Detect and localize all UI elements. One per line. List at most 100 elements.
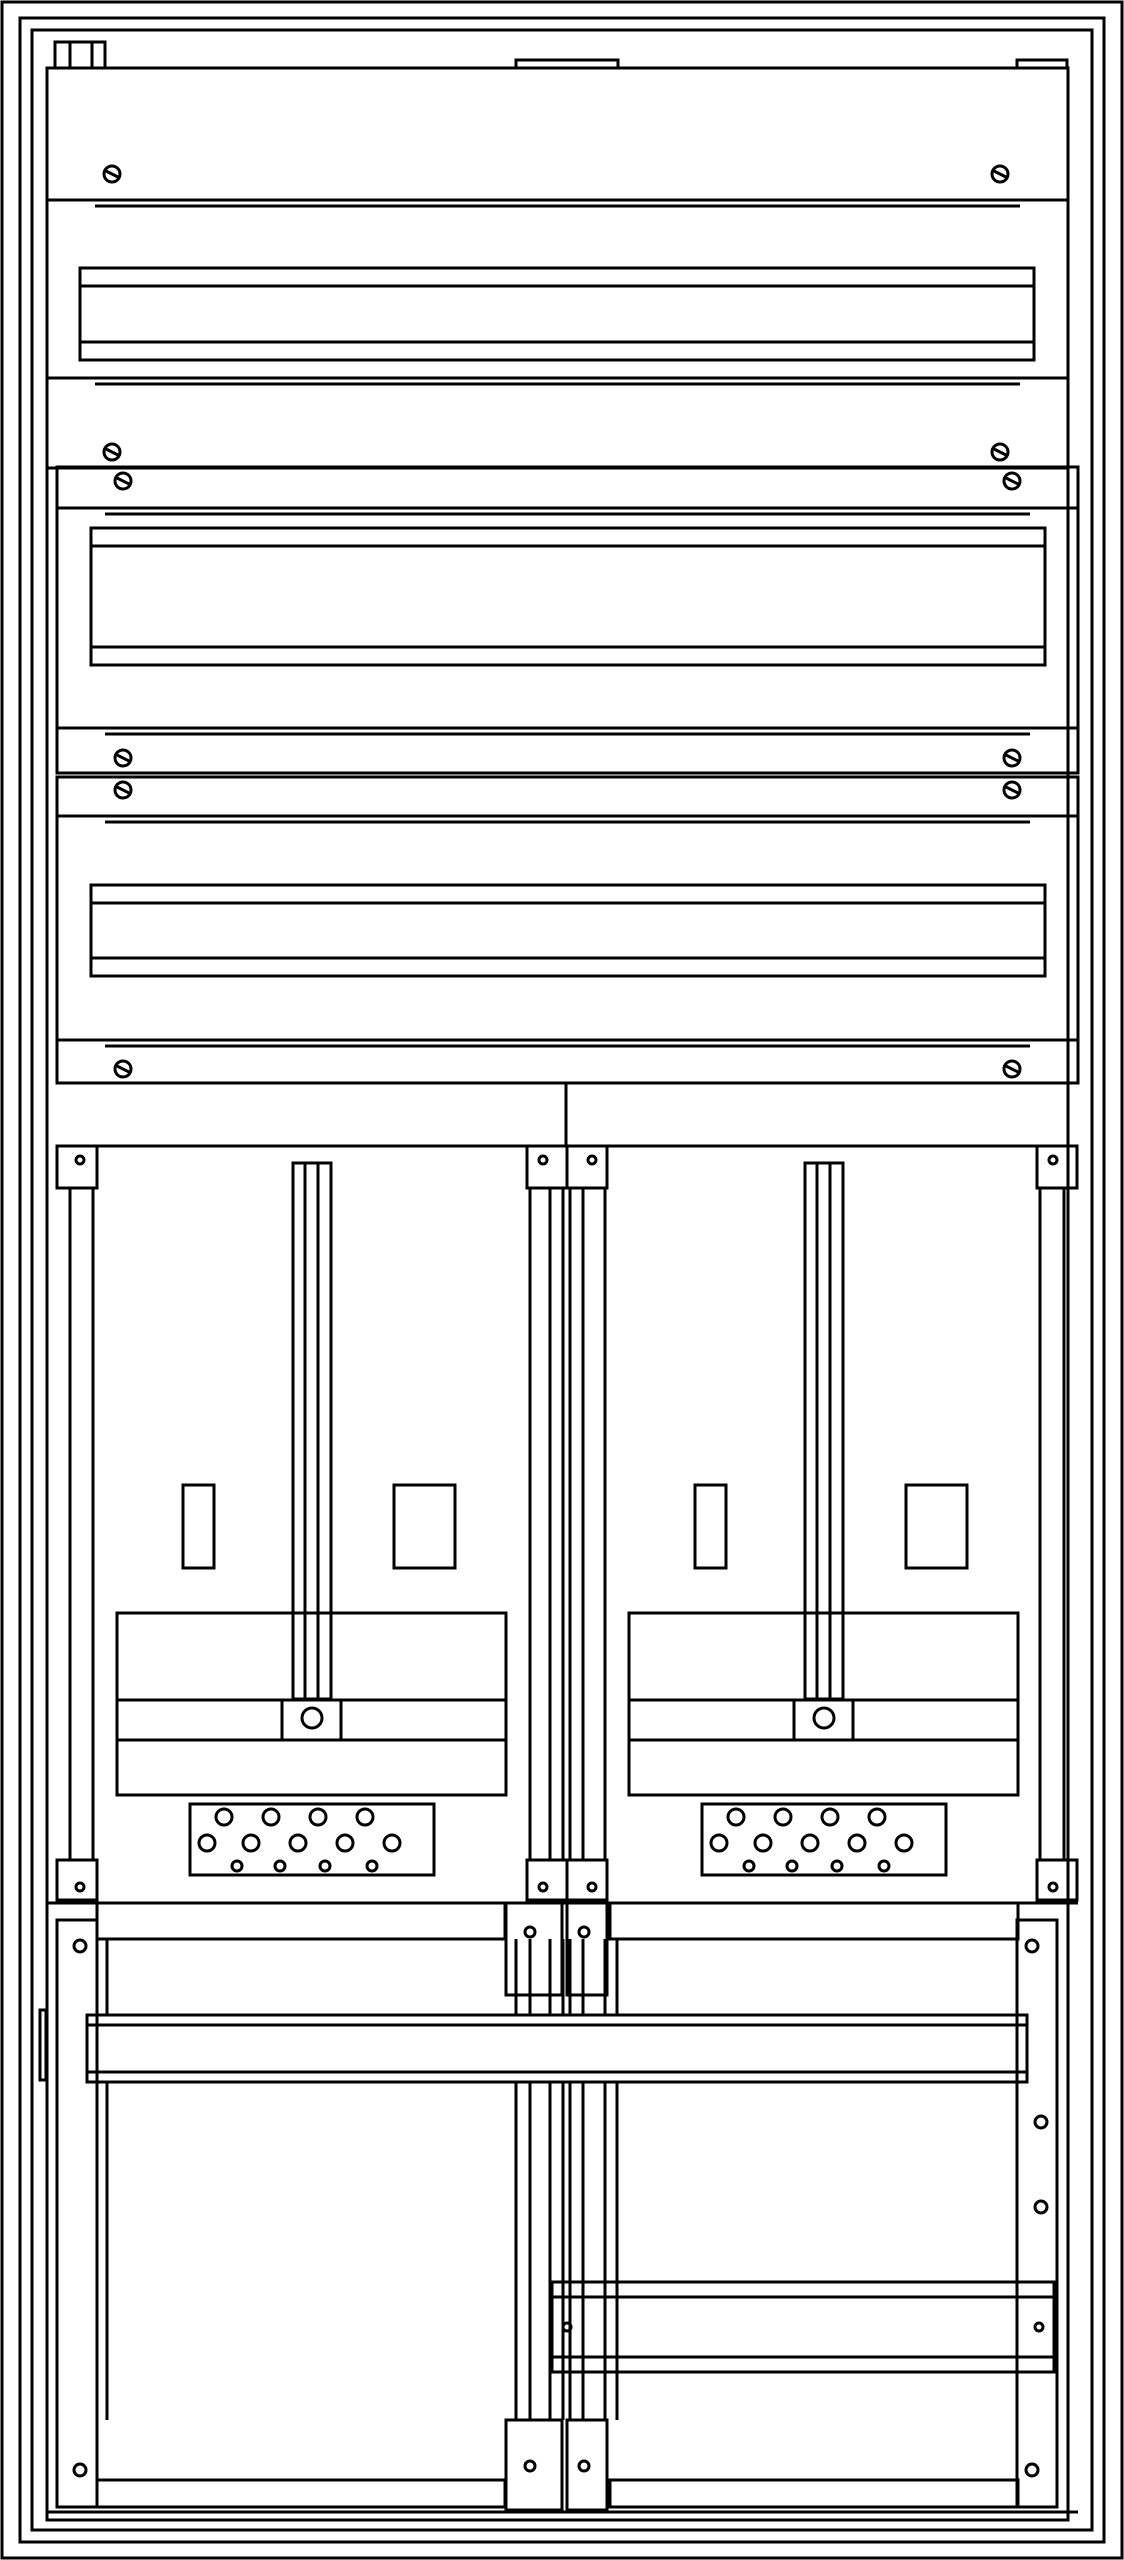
terminal-screw-icon: [586, 1154, 598, 1166]
terminal-screw-icon: [1033, 2199, 1049, 2215]
screw-icon: [113, 1059, 133, 1079]
screw-slot: [993, 447, 1007, 457]
terminal-screw-icon: [1024, 1938, 1040, 1954]
section-cover: [55, 465, 1080, 775]
terminal-screw-icon: [74, 1881, 86, 1893]
screw-icon: [990, 164, 1010, 184]
screw-slot: [1005, 1064, 1019, 1074]
terminal-screw-icon: [1047, 1881, 1059, 1893]
terminal-screw-icon: [72, 2462, 88, 2478]
screw-head: [113, 780, 133, 800]
left-side-panel: [55, 1918, 99, 2509]
screw-head: [1002, 748, 1022, 768]
terminal-screw-icon: [1024, 2462, 1040, 2478]
terminal-clamp: [792, 1698, 855, 1742]
din-rail: [78, 266, 1036, 362]
mounting-frame: [45, 66, 1070, 2522]
screw-slot: [1005, 476, 1019, 486]
terminal-screw-icon: [586, 1881, 598, 1893]
corner-block: [55, 1144, 99, 1190]
terminal-screw-icon: [241, 1833, 261, 1853]
terminal-screw-icon: [74, 1154, 86, 1166]
bottom-cover-strip: [95, 1901, 507, 1941]
screw-head: [113, 1059, 133, 1079]
small-din-rail: [550, 2280, 1056, 2374]
bottom-cover-strip: [95, 2478, 507, 2509]
terminal-screw-icon: [773, 1807, 793, 1827]
screw-head: [102, 164, 122, 184]
terminal-screw-icon: [214, 1807, 234, 1827]
terminal-screw-icon: [335, 1833, 355, 1853]
terminal-screw-icon: [867, 1807, 887, 1827]
meter-field-left: [115, 1161, 508, 1877]
terminal-block: [700, 1802, 948, 1877]
terminal-screw-icon: [561, 2321, 573, 2333]
screw-head: [102, 442, 122, 462]
screw-icon: [1002, 748, 1022, 768]
main-din-rail: [85, 2013, 1029, 2084]
n-terminal-box: [565, 2418, 609, 2512]
meter-base: [115, 1611, 508, 1797]
screw-slot: [105, 447, 119, 457]
meter-carrier-bar: [291, 1161, 333, 1701]
terminal-screw-icon: [1033, 2114, 1049, 2130]
screw-icon: [990, 442, 1010, 462]
screw-slot: [116, 1064, 130, 1074]
terminal-screw-icon: [318, 1859, 332, 1873]
bottom-distribution-section: [38, 1901, 1078, 2514]
meter-base: [627, 1611, 1020, 1797]
screw-icon: [1002, 780, 1022, 800]
meter-slot: [693, 1483, 728, 1570]
screw-icon: [102, 164, 122, 184]
terminal-screw-icon: [1033, 2321, 1045, 2333]
screw-slot: [105, 169, 119, 179]
terminal-screw-icon: [523, 1925, 537, 1939]
terminal-screw-icon: [288, 1833, 308, 1853]
terminal-screw-icon: [382, 1833, 402, 1853]
terminal-screw-icon: [709, 1833, 729, 1853]
corner-block: [1035, 1858, 1079, 1902]
din-rail: [89, 526, 1047, 667]
meter-window: [392, 1483, 457, 1570]
screw-icon: [102, 442, 122, 462]
terminal-screw-icon: [273, 1859, 287, 1873]
terminal-screw-icon: [812, 1706, 836, 1730]
terminal-clamp: [280, 1698, 343, 1742]
screw-slot: [993, 169, 1007, 179]
screw-slot: [116, 785, 130, 795]
terminal-screw-icon: [726, 1807, 746, 1827]
terminal-screw-icon: [300, 1706, 324, 1730]
screw-icon: [113, 748, 133, 768]
screw-head: [113, 471, 133, 491]
terminal-screw-icon: [894, 1833, 914, 1853]
corner-block: [55, 1858, 99, 1902]
screw-slot: [116, 753, 130, 763]
terminal-screw-icon: [365, 1859, 379, 1873]
corner-block: [1035, 1144, 1079, 1190]
terminal-screw-icon: [877, 1859, 891, 1873]
screw-icon: [1002, 471, 1022, 491]
bottom-cover-strip: [608, 2478, 1020, 2509]
screw-head: [113, 748, 133, 768]
top-din-section: [45, 66, 1070, 470]
screw-head: [1002, 780, 1022, 800]
screw-head: [990, 442, 1010, 462]
enclosure-inner-frame: [30, 28, 1094, 2532]
terminal-screw-icon: [577, 1925, 591, 1939]
terminal-screw-icon: [230, 1859, 244, 1873]
terminal-screw-icon: [577, 2459, 591, 2473]
center-block: [525, 1858, 569, 1902]
screw-slot: [116, 476, 130, 486]
n-terminal-box: [565, 1901, 609, 1997]
hinge: [38, 2008, 48, 2082]
screw-slot: [1005, 785, 1019, 795]
screw-icon: [113, 471, 133, 491]
terminal-screw-icon: [523, 2459, 537, 2473]
screw-icon: [113, 780, 133, 800]
terminal-screw-icon: [72, 1938, 88, 1954]
middle-din-section-2: [55, 775, 1080, 1085]
screw-head: [1002, 471, 1022, 491]
terminal-screw-icon: [830, 1859, 844, 1873]
